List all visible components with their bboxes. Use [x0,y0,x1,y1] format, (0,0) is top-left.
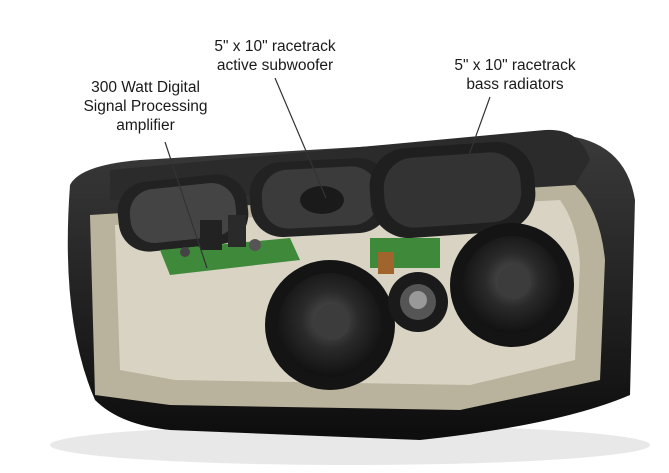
radiators-leader-line [459,96,491,181]
subwoofer-callout: 5" x 10" racetrack active subwoofer [195,37,355,75]
callout-line: bass radiators [466,76,564,93]
amplifier-leader-line [164,141,208,269]
radiators-callout: 5" x 10" racetrack bass radiators [435,56,595,94]
floor-shadow [50,425,650,465]
callout-line: 5" x 10" racetrack [214,38,336,55]
callout-line: 5" x 10" racetrack [454,57,576,74]
amplifier-callout: 300 Watt Digital Signal Processing ampli… [58,78,233,135]
left-woofer [265,260,395,390]
callout-line: amplifier [116,117,175,134]
callout-line: 300 Watt Digital [91,79,200,96]
callout-line: active subwoofer [216,57,334,74]
callout-line: Signal Processing [83,98,208,115]
tweeter [388,272,448,332]
subwoofer-leader-line [274,77,327,199]
amplifier-board [160,215,300,275]
right-woofer [450,223,574,347]
